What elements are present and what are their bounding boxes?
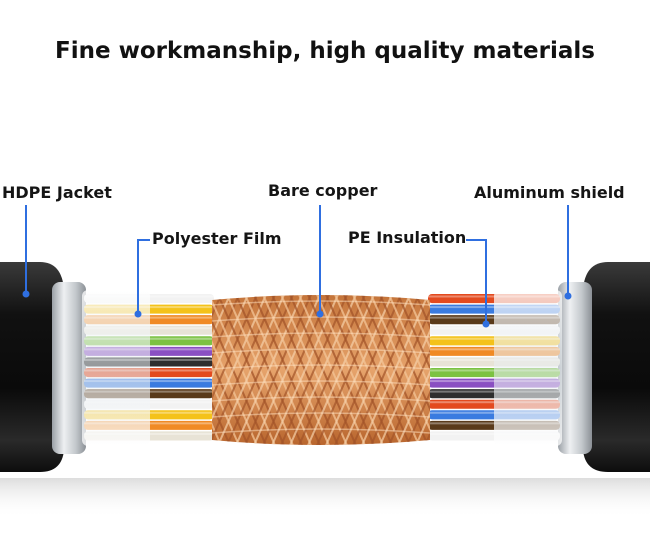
label-hdpe-jacket: HDPE Jacket xyxy=(2,183,112,202)
braid-highlight xyxy=(212,396,430,402)
braid-strand xyxy=(413,295,430,445)
braid-strand xyxy=(212,295,233,445)
left-aluminum-ring xyxy=(52,282,86,454)
braid-highlight xyxy=(212,428,430,434)
braid-strand xyxy=(224,295,296,445)
leader-dots xyxy=(22,290,572,328)
braid-strand xyxy=(395,295,430,445)
braid-highlight xyxy=(212,380,430,386)
bare-copper-braid xyxy=(212,295,430,445)
braid-strand xyxy=(332,295,404,445)
braid-strand xyxy=(368,295,430,445)
left-polyester-film xyxy=(82,290,150,446)
braid-strand xyxy=(323,295,395,445)
braid-strand xyxy=(395,295,430,445)
braid-strand xyxy=(212,295,242,445)
braid-strand xyxy=(413,295,430,445)
braid-highlight xyxy=(212,348,430,354)
braid-highlight xyxy=(212,332,430,338)
label-polyester-film: Polyester Film xyxy=(152,229,282,248)
label-bare-copper: Bare copper xyxy=(268,181,378,200)
label-pe-insulation: PE Insulation xyxy=(348,228,467,247)
braid-highlight xyxy=(212,412,430,418)
braid-strand xyxy=(212,295,260,445)
braid-strand xyxy=(386,295,430,445)
right-aluminum-ring xyxy=(558,282,592,454)
braid-strand xyxy=(404,295,430,445)
floor-reflection xyxy=(0,478,650,518)
braid-strand xyxy=(314,295,386,445)
braid-strand xyxy=(215,295,287,445)
right-polyester-film xyxy=(494,290,562,446)
leader-lines xyxy=(25,205,569,322)
braid-strand xyxy=(305,295,377,445)
braid-strand xyxy=(377,295,430,445)
braid-strand xyxy=(212,295,233,445)
braid-strand xyxy=(404,295,430,445)
label-aluminum-shield: Aluminum shield xyxy=(474,183,625,202)
right-jacket xyxy=(583,262,650,472)
braid-strand xyxy=(212,295,269,445)
braid-highlight xyxy=(212,364,430,370)
braid-strand xyxy=(212,295,251,445)
braid-strand xyxy=(359,295,430,445)
braid-strand xyxy=(341,295,413,445)
left-jacket xyxy=(0,262,64,472)
page-headline: Fine workmanship, high quality materials xyxy=(55,38,595,64)
braid-strand xyxy=(350,295,422,445)
braid-strand xyxy=(212,295,242,445)
braid-strand xyxy=(212,295,278,445)
